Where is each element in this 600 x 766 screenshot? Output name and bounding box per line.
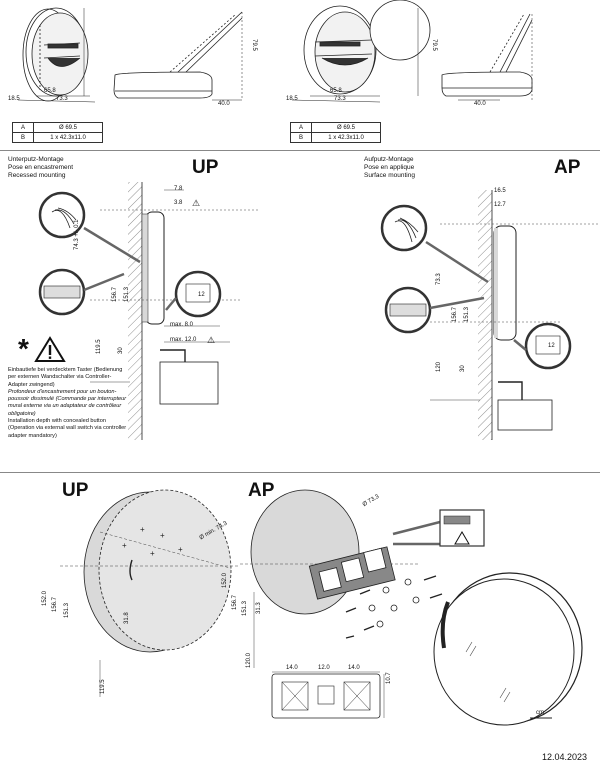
up-dim-max-a: max. 8.0 [170,322,194,328]
spec-value: Ø 69.5 [33,122,103,133]
ap-mounting-titles: Aufputz-Montage Pose en applique Surface… [364,156,415,180]
ap-code: AP [554,157,581,178]
bottom-up-dim-318: 31.8 [124,612,130,624]
up-wall-section: * [18,182,260,440]
right-profile-drawing [441,13,533,101]
up-mounting-titles: Unterputz-Montage Pose en encastrement R… [8,156,73,180]
section-divider [0,150,600,151]
ap-dim-c: 73.3 [436,273,442,285]
up-install-notes: Einbautiefe bei verdecktem Taster (Bedie… [8,367,128,440]
dim-left-side: 18.5 [8,96,20,102]
bottom-up-dim-1567: 156.7 [52,596,58,612]
section-divider [0,472,600,473]
svg-text:*: * [18,333,29,364]
note-de: Einbautiefe bei verdecktem Taster (Bedie… [8,367,123,388]
up-dim-b: 3.8 [174,200,183,206]
warning-icon: ⚠ [192,198,201,208]
bottom-ap-dim-1567: 156.7 [232,594,238,610]
up-dim-h: 30 [118,347,124,354]
note-fr: Profondeur d'encastrement pour un bouton… [8,388,127,417]
svg-text:+: + [150,549,155,558]
ap-dim-d: 156.7 [452,306,458,322]
ap-dim-a: 16.5 [494,188,506,194]
dim-left-profile-depth: 40.0 [218,101,230,107]
spec-key: B [290,132,312,143]
bottom-plate-w3: 14.0 [348,665,360,671]
right-cabinet-drawing [291,0,431,103]
ap-title-en: Surface mounting [364,172,415,179]
left-spec-table: A Ø 69.5 B 1 x 42.3x11.0 [12,122,103,143]
up-dim-g: 119.5 [96,339,102,354]
document-date: 12.04.2023 [542,752,588,762]
dim-right-width: 65.8 [330,88,342,94]
up-code: UP [192,157,219,178]
up-title-en: Recessed mounting [8,172,66,179]
dim-right-depth: 73.3 [334,96,346,102]
ap-dim-e: 151.3 [464,306,470,322]
table-row: A Ø 69.5 [290,122,381,133]
spec-key: B [12,132,34,143]
ap-dim-h: 30 [460,365,466,372]
dim-right-side: 18.5 [286,96,298,102]
table-row: B 1 x 42.3x11.0 [12,132,103,143]
warning-icon: ⚠ [207,335,216,345]
bottom-up-label: UP [62,480,89,501]
bottom-ap-dim-313: 31.3 [256,602,262,614]
up-dim-c: 74.3 +/- 0.1 [74,219,80,250]
middle-mounting-drawings: * [18,182,600,440]
up-wall-disc: + + + + + [60,489,240,697]
left-cabinet-drawing [17,7,96,103]
svg-text:+: + [122,541,127,550]
svg-text:+: + [160,531,165,540]
bottom-installation-drawings: + + + + + [60,489,583,726]
table-row: A Ø 69.5 [12,122,103,133]
svg-text:+: + [140,525,145,534]
dim-left-height: 79.5 [250,39,257,51]
up-dim-max-b: max. 12.0 [170,337,197,343]
svg-text:+: + [178,545,183,554]
bottom-up-dim-152: 152.0 [42,590,48,606]
dim-left-width: 65.8 [44,88,56,94]
up-title-fr: Pose en encastrement [8,164,74,171]
spec-value: Ø 69.5 [311,122,381,133]
table-row: B 1 x 42.3x11.0 [290,132,381,143]
spec-value: 1 x 42.3x11.0 [33,132,103,143]
left-profile-drawing [113,11,243,101]
ap-title-de: Aufputz-Montage [364,156,414,163]
bottom-ap-label: AP [248,480,275,501]
up-title-de: Unterputz-Montage [8,156,64,163]
ap-title-fr: Pose en applique [364,164,415,171]
bottom-ap-dim-1513: 151.3 [242,600,248,616]
bottom-plate-h1: 10.7 [386,672,392,684]
ap-dim-f: 12 [548,343,555,349]
spec-key: A [12,122,34,133]
up-dim-d: 156.7 [112,286,118,302]
dim-left-depth: 73.3 [56,96,68,102]
bottom-up-dim-1513: 151.3 [64,602,70,618]
up-dim-a: 7.8 [174,186,183,192]
top-product-drawings [17,0,533,103]
up-dim-f: 12 [198,292,205,298]
dim-right-height: 79.5 [430,39,437,51]
spec-value: 1 x 42.3x11.0 [311,132,381,143]
right-spec-table: A Ø 69.5 B 1 x 42.3x11.0 [290,122,381,143]
unit-label: cm [536,710,544,716]
ap-dim-b: 12.7 [494,202,506,208]
bottom-plate-w2: 12.0 [318,665,330,671]
up-dim-e: 151.3 [124,286,130,302]
bottom-plate-w1: 14.0 [286,665,298,671]
dim-right-profile-depth: 40.0 [474,101,486,107]
bottom-up-dim-1195: 119.5 [100,679,106,694]
note-en: Installation depth with concealed button… [8,418,127,439]
ap-wall-section [380,190,600,440]
bottom-ap-dim-1200: 120.0 [246,652,252,668]
bottom-ap-dim-1520: 152.0 [222,572,228,588]
spec-key: A [290,122,312,133]
ap-wall-disc [240,489,583,726]
ap-dim-g: 120 [436,361,442,372]
